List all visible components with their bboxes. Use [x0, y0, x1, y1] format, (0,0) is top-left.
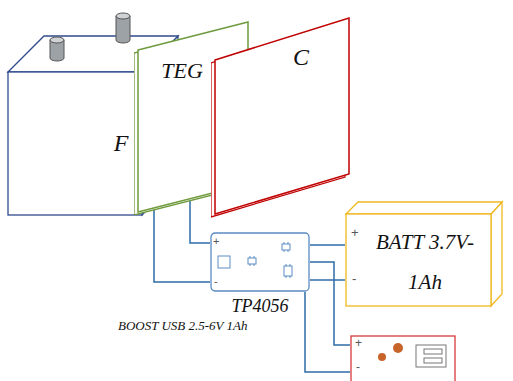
- outline-shape: [424, 349, 442, 354]
- outline-shape: [424, 358, 442, 363]
- terminal-sign: +: [351, 226, 359, 239]
- charger-board-outline: [210, 232, 310, 292]
- outline-shape: [211, 233, 309, 291]
- wire: [154, 208, 210, 282]
- terminal-sign: -: [214, 276, 218, 287]
- outline-shape: [378, 353, 386, 361]
- battery-box: BATT 3.7V-1Ah: [345, 200, 505, 308]
- node-label: BOOST USB 2.5-6V 1Ah: [118, 319, 343, 334]
- node-label: C: [281, 44, 321, 72]
- outline-shape: [254, 256, 255, 258]
- wire: [310, 279, 345, 281]
- node-label: F: [104, 130, 138, 158]
- outline-shape: [290, 264, 291, 266]
- outline-shape: [250, 256, 251, 258]
- outline-shape: [284, 242, 285, 244]
- terminal-sign: -: [352, 272, 356, 285]
- cold-plate-outline: [211, 14, 353, 218]
- outline-shape: [248, 258, 256, 264]
- charger-board: TP4056: [210, 232, 310, 292]
- outline-shape: [50, 37, 64, 43]
- wire: [305, 292, 350, 372]
- outline-shape: [351, 336, 455, 381]
- terminal-sign: +: [213, 236, 219, 247]
- outline-shape: [116, 13, 130, 19]
- outline-shape: [288, 242, 289, 244]
- outline-shape: [346, 202, 502, 214]
- outline-shape: [416, 345, 446, 367]
- outline-shape: [286, 276, 287, 278]
- terminal-sign: -: [356, 361, 360, 373]
- outline-shape: [116, 16, 130, 43]
- outline-shape: [218, 256, 230, 268]
- node-label: TEG: [154, 58, 210, 83]
- node-label: BATT 3.7V-1Ah: [369, 222, 481, 302]
- outline-shape: [290, 276, 291, 278]
- wire: [310, 244, 345, 246]
- outline-shape: [284, 250, 285, 252]
- wire: [190, 199, 210, 243]
- outline-shape: [288, 250, 289, 252]
- terminal-sign: +: [355, 337, 362, 349]
- outline-shape: [8, 72, 142, 215]
- outline-shape: [215, 18, 349, 214]
- outline-shape: [284, 266, 292, 276]
- outline-shape: [254, 264, 255, 266]
- boost-module-outline: [350, 335, 458, 381]
- outline-shape: [282, 244, 290, 250]
- outline-shape: [346, 214, 491, 306]
- outline-shape: [250, 264, 251, 266]
- outline-shape: [491, 202, 502, 306]
- node-label: TP4056: [210, 296, 310, 317]
- outline-shape: [286, 264, 287, 266]
- wire: [310, 262, 350, 345]
- cold-plate: C: [211, 14, 353, 218]
- boost-module: BOOST USB 2.5-6V 1Ah: [350, 335, 458, 381]
- outline-shape: [393, 343, 403, 353]
